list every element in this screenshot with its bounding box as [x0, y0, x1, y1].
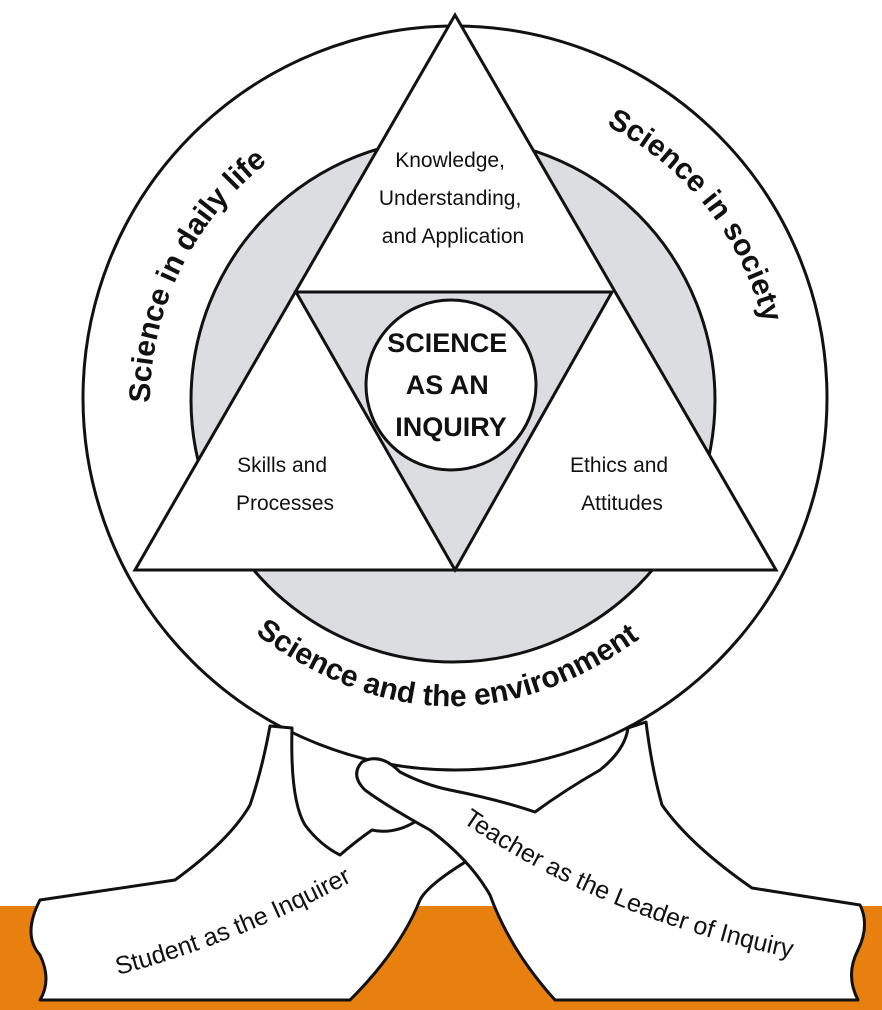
right-hand	[355, 720, 866, 1002]
right-triangle-label: Ethics and Attitudes	[570, 454, 674, 515]
core-label: SCIENCE AS AN INQUIRY	[387, 328, 515, 442]
top-triangle-label: Knowledge, Understanding, and Applicatio…	[379, 149, 527, 248]
core-circle	[364, 298, 538, 472]
left-hand	[29, 724, 502, 1002]
left-triangle-label: Skills and Processes	[236, 454, 334, 515]
